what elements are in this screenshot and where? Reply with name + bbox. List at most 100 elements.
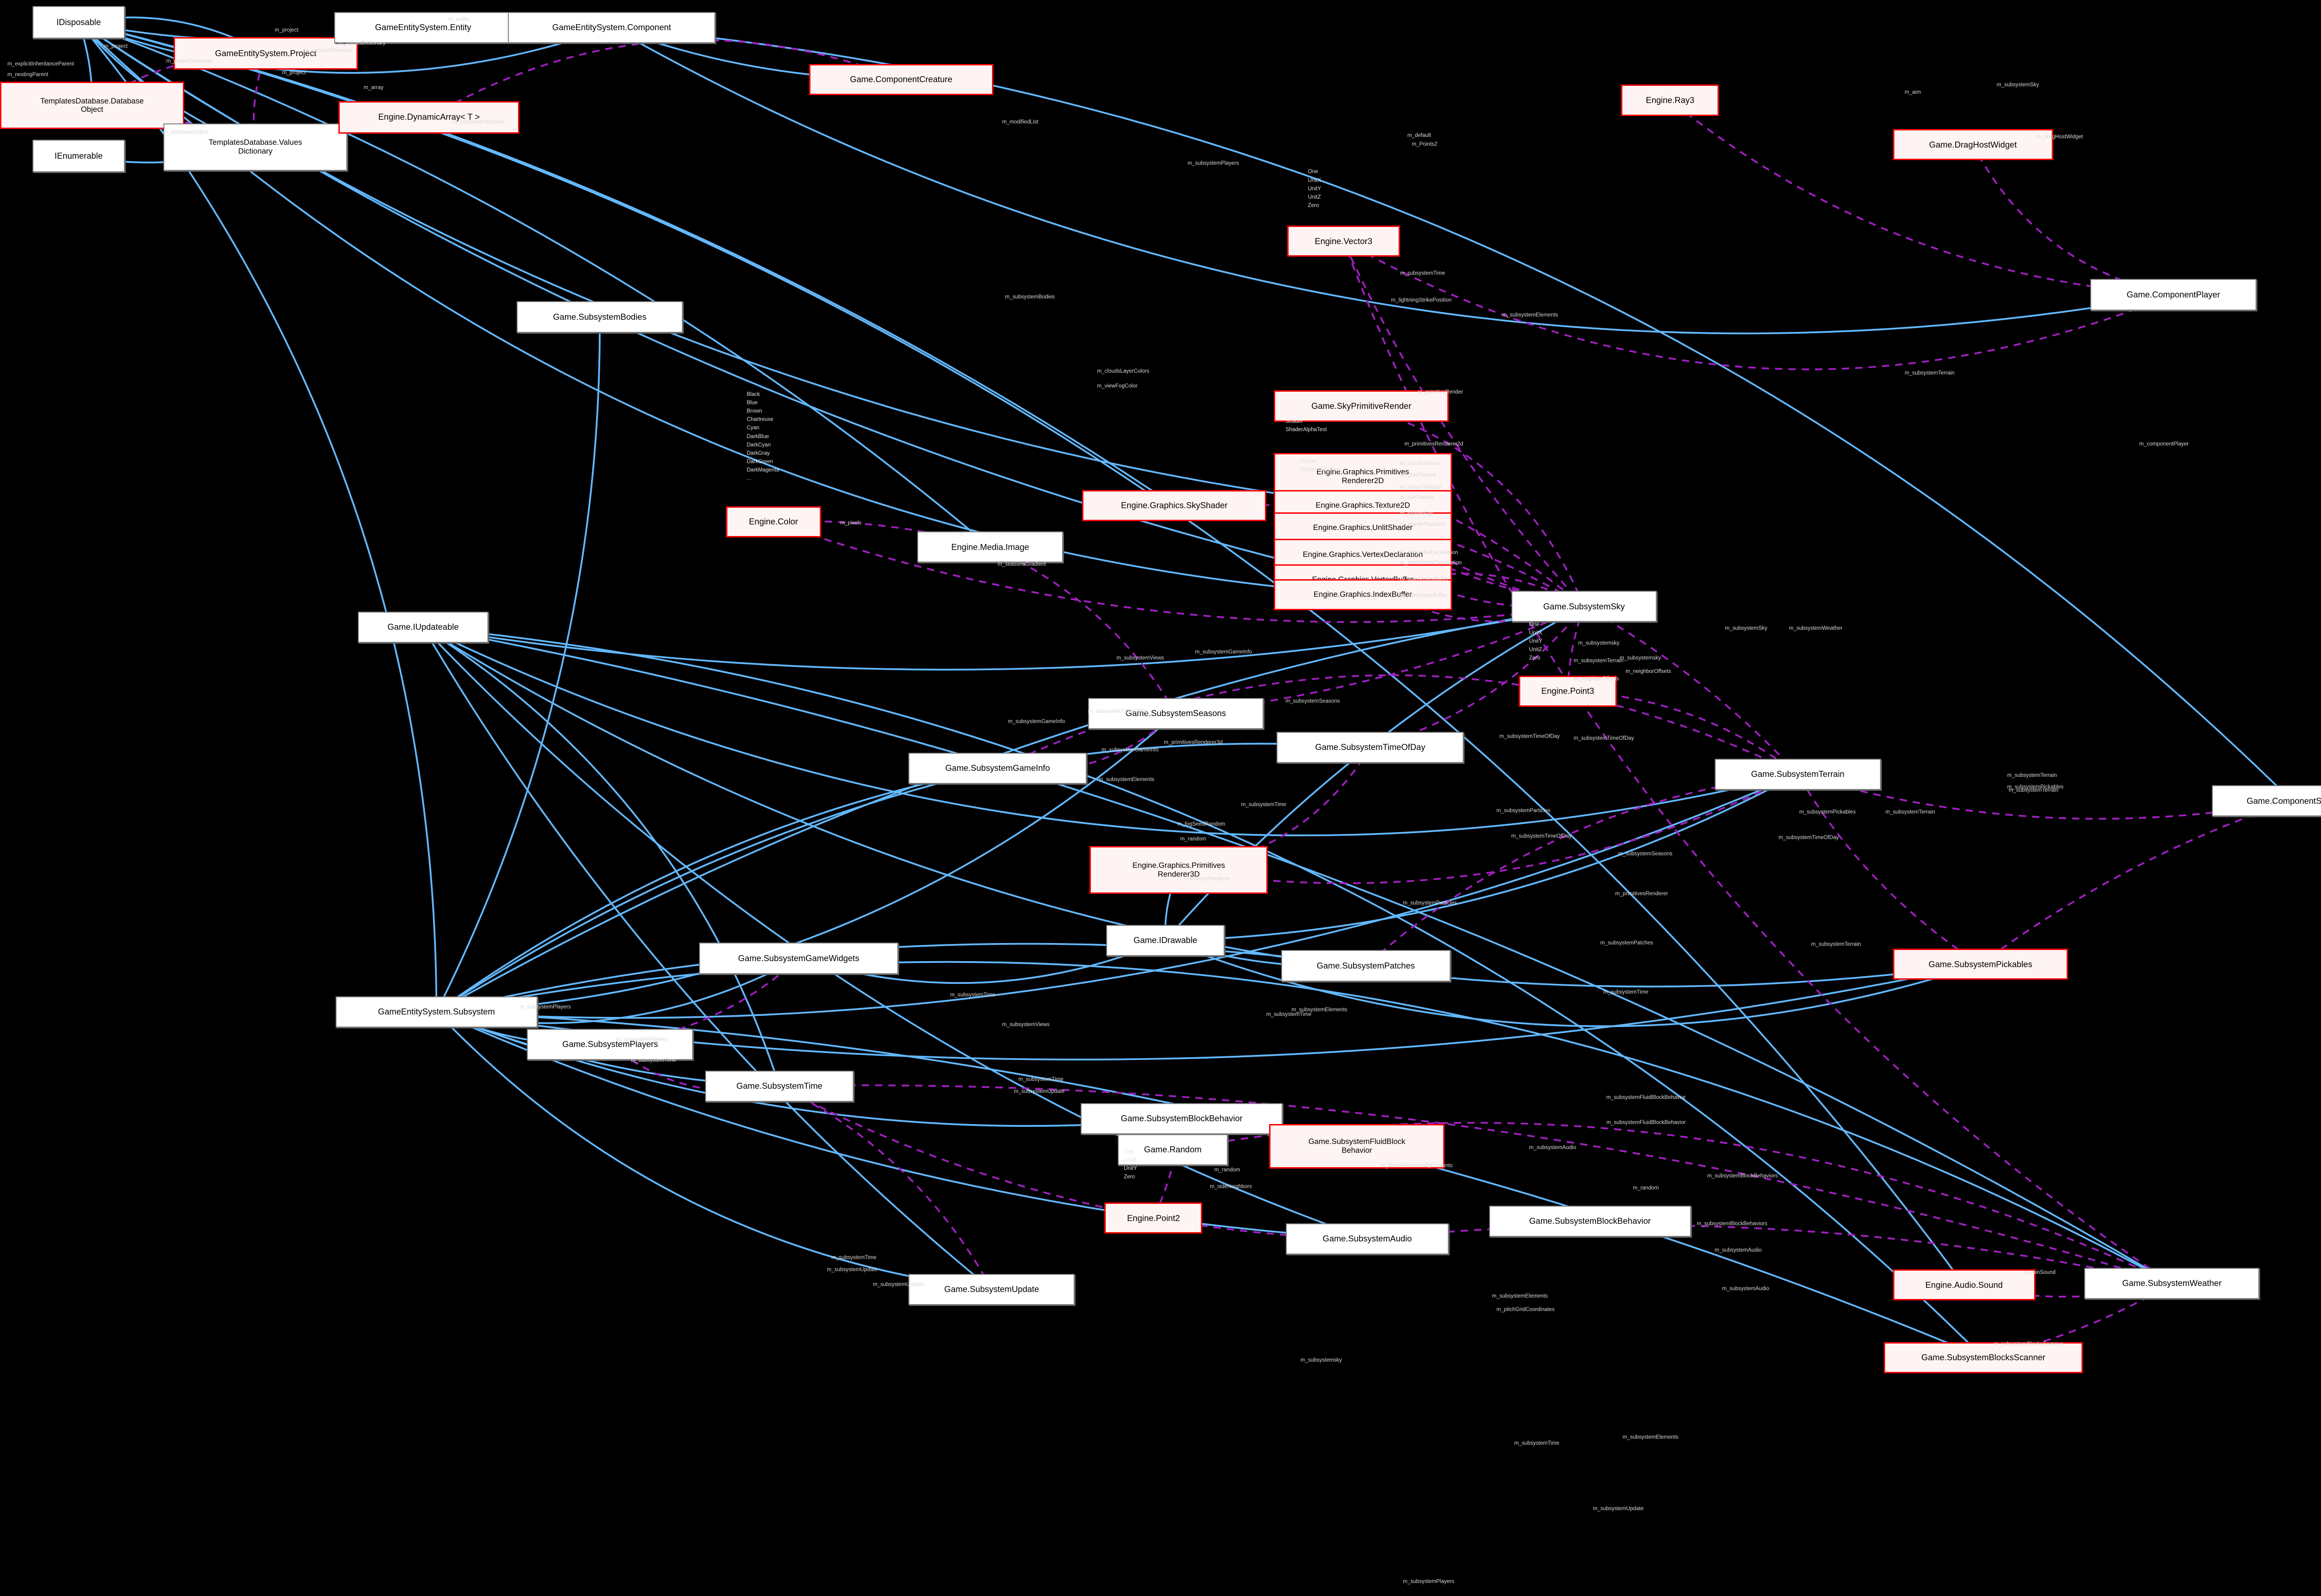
class-node-game-idrawable[interactable]: Game.IDrawable xyxy=(1106,925,1225,956)
edge-label: m_subsystemTimeOfDay xyxy=(1511,833,1572,839)
edge-label: m_project xyxy=(282,70,306,76)
edge-label: m_subsystemParticles xyxy=(1403,899,1457,906)
edge-label: m_subsystemSeasons xyxy=(1285,698,1340,704)
class-node-game-subsystemblockbehavior2[interactable]: Game.SubsystemBlockBehavior xyxy=(1489,1205,1691,1237)
edge-label: m_subsystemElements xyxy=(1492,1293,1548,1299)
class-node-game-subsystemblockbehavior[interactable]: Game.SubsystemBlockBehavior xyxy=(1081,1103,1283,1135)
edge-label: m_subsystemSeasons xyxy=(1618,851,1673,857)
edge-label: m_subsystemAudio xyxy=(1722,1286,1770,1292)
edge-label: m_subsystemPickables xyxy=(2007,784,2064,790)
edge-label: m_modifiedList xyxy=(1002,118,1038,125)
class-node-game-random[interactable]: Game.Random xyxy=(1118,1134,1228,1166)
field-list-point2-constants: One UnitX UnitY Zero xyxy=(1123,1148,1137,1180)
class-node-ges-entity[interactable]: GameEntitySystem.Entity xyxy=(334,12,512,43)
edge-label: m_starsVertexBuffer xyxy=(1400,576,1449,582)
edge-label: m_componentBodies xyxy=(453,118,504,125)
edge-label: m_primitiveRender xyxy=(1418,389,1463,395)
edge-label: m_explicitInheritanceParent xyxy=(7,61,74,67)
edge-label: m_subsystemElements xyxy=(1098,776,1154,783)
class-node-game-subsystempatches[interactable]: Game.SubsystemPatches xyxy=(1281,950,1451,982)
class-node-engine-point2[interactable]: Engine.Point2 xyxy=(1104,1202,1203,1234)
class-node-ienumerable[interactable]: IEnumerable xyxy=(32,139,125,173)
edge-label: m_subsystemViews xyxy=(1002,1021,1050,1027)
edge-label: m_subsystemTime xyxy=(1241,801,1286,808)
edge-label: m_neighborOffsets xyxy=(1625,668,1671,674)
edge-label: m_viewFogColor xyxy=(1097,383,1138,389)
edge-label: m_databaseObject xyxy=(163,129,209,136)
edge-label: m_neighborOffsets xyxy=(1573,675,1619,682)
edge-label: m_default xyxy=(1407,132,1431,138)
class-node-game-subsystemtimeofday[interactable]: Game.SubsystemTimeOfDay xyxy=(1277,732,1464,763)
edge-label: m_subsystemPlayers xyxy=(519,1003,571,1010)
edge-label: m_aim xyxy=(1905,89,1921,95)
edge-label: m_cloudsLayerColors xyxy=(1097,368,1149,375)
edge-label: m_subsystemElements xyxy=(1622,1434,1679,1441)
edge-label: m_subsystemWeather xyxy=(1789,625,1843,631)
edge-label: m_sunTexture xyxy=(1400,494,1434,501)
class-node-game-subsystemtime[interactable]: Game.SubsystemTime xyxy=(705,1070,854,1102)
class-node-game-subsystemweather[interactable]: Game.SubsystemWeather xyxy=(2084,1268,2260,1299)
edge-label: m_subsystemTime xyxy=(1400,270,1445,277)
edge-label: m_subsystemElements xyxy=(1502,311,1558,318)
class-node-game-subsystemsky[interactable]: Game.SubsystemSky xyxy=(1511,591,1657,622)
edge-label: m_shaderFlat xyxy=(1400,510,1433,517)
edge-label: m_seasonsGradient xyxy=(998,561,1046,568)
class-node-game-iupdateable[interactable]: Game.IUpdateable xyxy=(357,612,489,643)
class-node-engine-dynamicarray[interactable]: Engine.DynamicArray< T > xyxy=(338,101,520,134)
edge-label: m_dragHostWidget xyxy=(2036,133,2083,140)
edge-label: m_subsystemsky xyxy=(1300,1357,1342,1363)
class-node-engine-point3[interactable]: Engine.Point3 xyxy=(1518,675,1617,707)
class-node-engine-color[interactable]: Engine.Color xyxy=(726,506,821,538)
class-node-game-subsystemplayers[interactable]: Game.SubsystemPlayers xyxy=(527,1028,694,1060)
class-node-game-subsystemviewables[interactable]: Game.SubsystemPickables xyxy=(1893,949,2068,980)
edge-label: m_subsystemAudio xyxy=(1529,1144,1576,1151)
class-node-game-subsystemseasons[interactable]: Game.SubsystemSeasons xyxy=(1088,698,1264,729)
edge-label: m_subsystemAudio xyxy=(1714,1247,1762,1254)
class-node-ges-subsystem[interactable]: GameEntitySystem.Subsystem xyxy=(335,996,538,1027)
edge-label: m_subsystemFluidBlockBehavior xyxy=(1606,1094,1686,1100)
edge-label: m_subsystemUpdate xyxy=(1593,1505,1644,1512)
edge-label: m_random xyxy=(1214,1167,1240,1173)
edge-label: m_subsystemGameInfo xyxy=(1008,718,1065,725)
class-node-templates-db-values[interactable]: TemplatesDatabase.Values Dictionary xyxy=(163,123,348,171)
class-node-ges-component[interactable]: GameEntitySystem.Component xyxy=(507,12,716,43)
edge-label: m_primitivesRenderer2d xyxy=(1404,441,1464,447)
class-node-engine-graphics-skyshader[interactable]: Engine.Graphics.SkyShader xyxy=(1082,490,1266,521)
edge-label: m_subsystemTerrain xyxy=(1811,941,1861,948)
class-node-engine-graphics-primitivesrenderer3d[interactable]: Engine.Graphics.Primitives Renderer3D xyxy=(1089,846,1268,894)
class-node-game-componentsleep[interactable]: Game.ComponentSleep xyxy=(2212,785,2321,817)
class-node-game-subsystemaudio[interactable]: Game.SubsystemAudio xyxy=(1285,1223,1449,1255)
class-node-game-subsystemgamewidgets[interactable]: Game.SubsystemGameWidgets xyxy=(699,943,898,974)
edge-label: m_Points2 xyxy=(1412,141,1438,147)
class-node-game-subsystemblocksscanner[interactable]: Game.SubsystemBlocksScanner xyxy=(1884,1342,2083,1374)
class-node-engine-ray3[interactable]: Engine.Ray3 xyxy=(1621,84,1719,116)
edge-label: m_projectTemplate xyxy=(166,58,212,64)
edge-label: m_subsystemTime xyxy=(831,1254,877,1261)
class-node-engine-audio-sound[interactable]: Engine.Audio.Sound xyxy=(1893,1269,2036,1301)
class-node-idisposable[interactable]: IDisposable xyxy=(32,6,125,39)
class-node-templates-db-object[interactable]: TemplatesDatabase.Database Object xyxy=(0,81,184,129)
edge-label: m_subsystemUpdate xyxy=(827,1266,878,1273)
class-node-game-subsystemgameinfo[interactable]: Game.SubsystemGameInfo xyxy=(908,752,1087,784)
class-node-game-componentplayer[interactable]: Game.ComponentPlayer xyxy=(2090,279,2257,310)
edge-label: m_subsystemPickables xyxy=(1799,809,1856,815)
edge-label: m_array xyxy=(363,84,384,91)
class-node-game-componentcreature[interactable]: Game.ComponentCreature xyxy=(809,64,993,95)
class-node-engine-graphics-indexbuffer[interactable]: Engine.Graphics.IndexBuffer xyxy=(1273,579,1452,610)
class-node-game-draghostwidget[interactable]: Game.DragHostWidget xyxy=(1893,129,2053,161)
edge-label: m_subsystemPlayers xyxy=(1187,160,1239,167)
edge-label: m_sideNeighbors xyxy=(1210,1183,1252,1189)
class-node-game-subsystemupdate[interactable]: Game.SubsystemUpdate xyxy=(908,1273,1075,1305)
class-node-engine-media-image[interactable]: Engine.Media.Image xyxy=(917,531,1063,563)
edge-label: m_lightningStrikePosition xyxy=(1391,297,1452,303)
class-node-game-subsystembodies[interactable]: Game.SubsystemBodies xyxy=(516,301,683,333)
edge-label: m_fogSeedRandom xyxy=(1177,821,1225,827)
class-node-engine-vector3[interactable]: Engine.Vector3 xyxy=(1287,226,1400,257)
class-node-game-skyprimitiverender[interactable]: Game.SkyPrimitiveRender xyxy=(1273,390,1449,422)
class-node-ges-project[interactable]: GameEntitySystem.Project xyxy=(174,37,358,70)
class-node-game-subsystemterrain[interactable]: Game.SubsystemTerrain xyxy=(1714,758,1881,790)
edge-label: m_glowTexture xyxy=(1400,472,1436,478)
edge-label: m_subsystemFluidBlockBehavior xyxy=(1606,1119,1686,1126)
edge-label: m_subsystemTerrain xyxy=(2009,787,2059,793)
class-node-game-subsystemfluidblockbehavior[interactable]: Game.SubsystemFluidBlock Behavior xyxy=(1269,1124,1445,1169)
